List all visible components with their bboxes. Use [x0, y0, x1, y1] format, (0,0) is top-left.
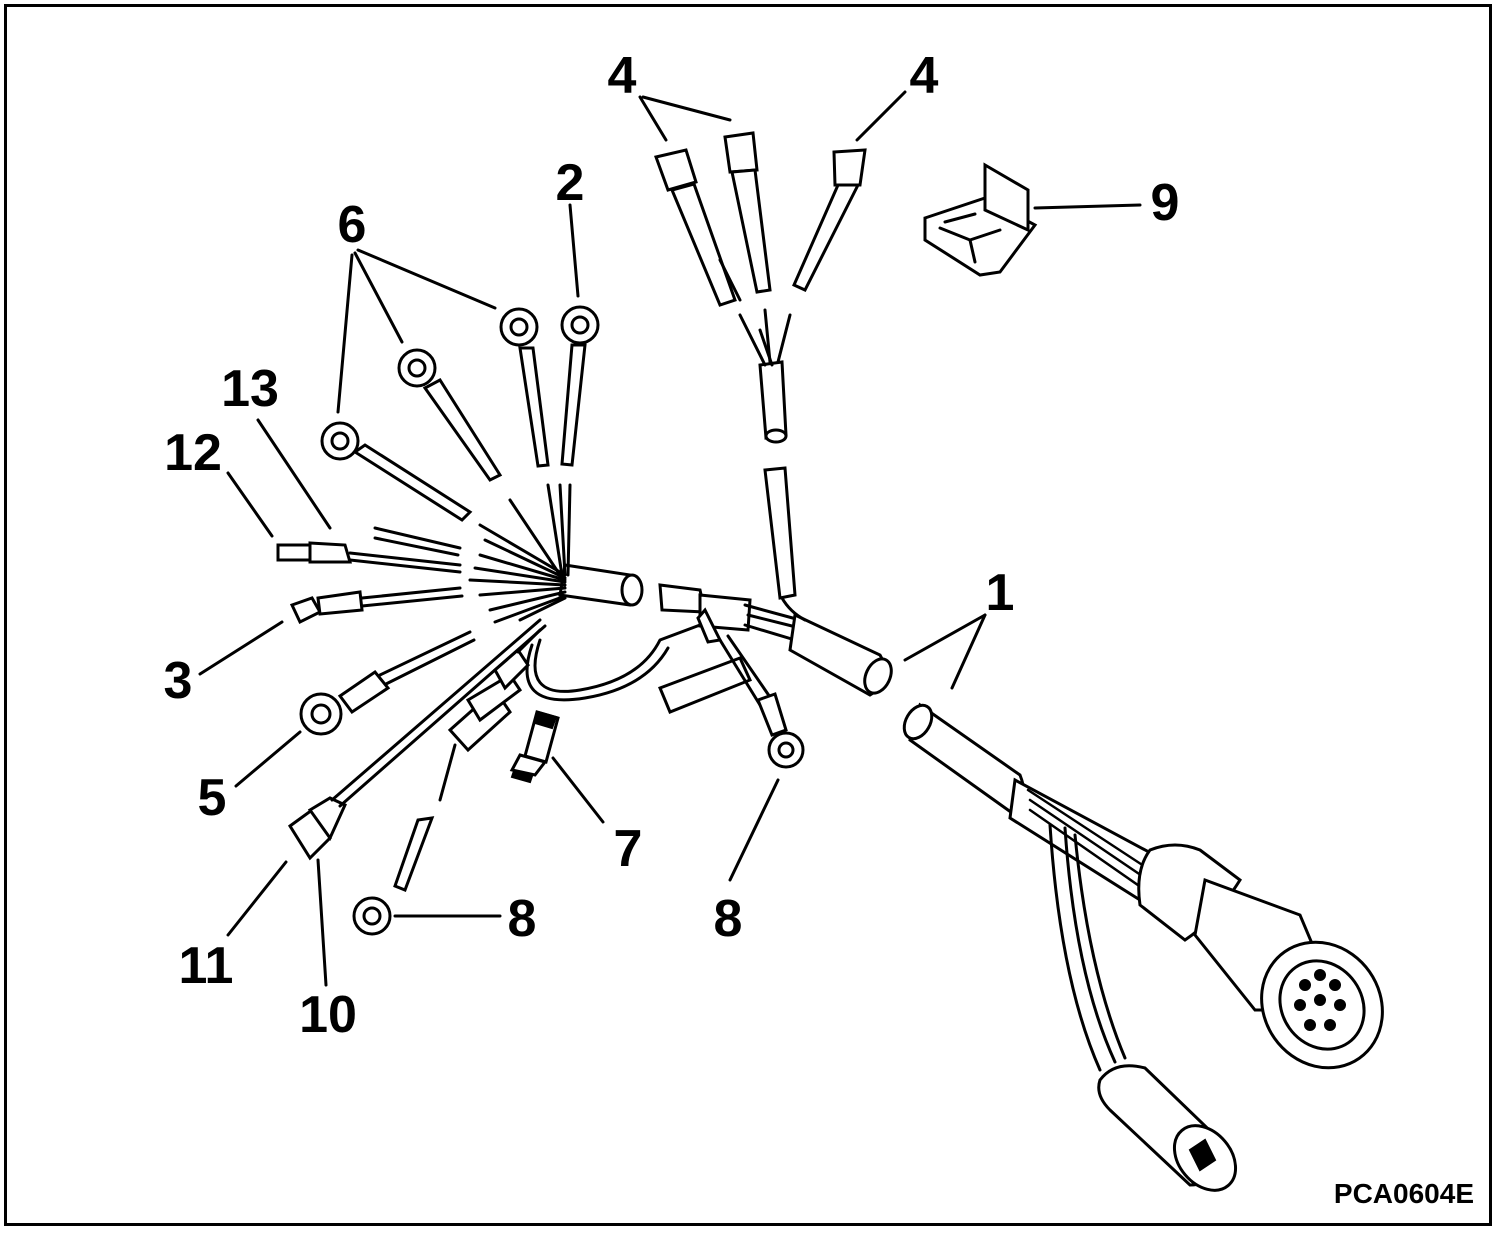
figure-code: PCA0604E: [1334, 1178, 1474, 1209]
callout-9: 9: [1151, 174, 1180, 232]
ring-terminals-6: [320, 307, 550, 522]
ring-terminal-5: [299, 630, 476, 736]
main-connector-cable: [902, 702, 1384, 1192]
connector-pins: [1294, 969, 1346, 1031]
ring-terminal-2: [560, 305, 600, 467]
callout-10: 10: [299, 986, 357, 1044]
callout-labels: 4 4 2 6 9 13 12 1 3 5 7 8 8 11 10: [164, 47, 1180, 1044]
callout-2: 2: [556, 154, 585, 212]
callout-4: 4: [608, 47, 637, 105]
callout-11: 11: [179, 937, 234, 995]
callout-8: 8: [508, 890, 537, 948]
fuse-7: [509, 710, 560, 784]
callout-6: 6: [338, 196, 367, 254]
connector-8-right: [658, 634, 805, 769]
callout-7: 7: [614, 820, 643, 878]
callout-1: 1: [986, 564, 1015, 622]
callout-5: 5: [198, 769, 227, 827]
connector-block-9: [923, 162, 1038, 277]
callout-3: 3: [164, 652, 193, 710]
connector-8-left: [352, 628, 542, 936]
callout-4: 4: [910, 47, 939, 105]
wire-fanout: [373, 483, 572, 624]
callout-12: 12: [164, 424, 222, 482]
callout-13: 13: [221, 360, 279, 418]
spade-connectors-4: [654, 131, 867, 307]
harness-bundle: [525, 308, 893, 702]
terminal-10-11: [287, 618, 547, 861]
leader-lines: [198, 90, 1142, 987]
bullet-connector-3: [289, 586, 464, 625]
callout-8: 8: [714, 890, 743, 948]
bullet-connector-12-13: [276, 541, 462, 574]
